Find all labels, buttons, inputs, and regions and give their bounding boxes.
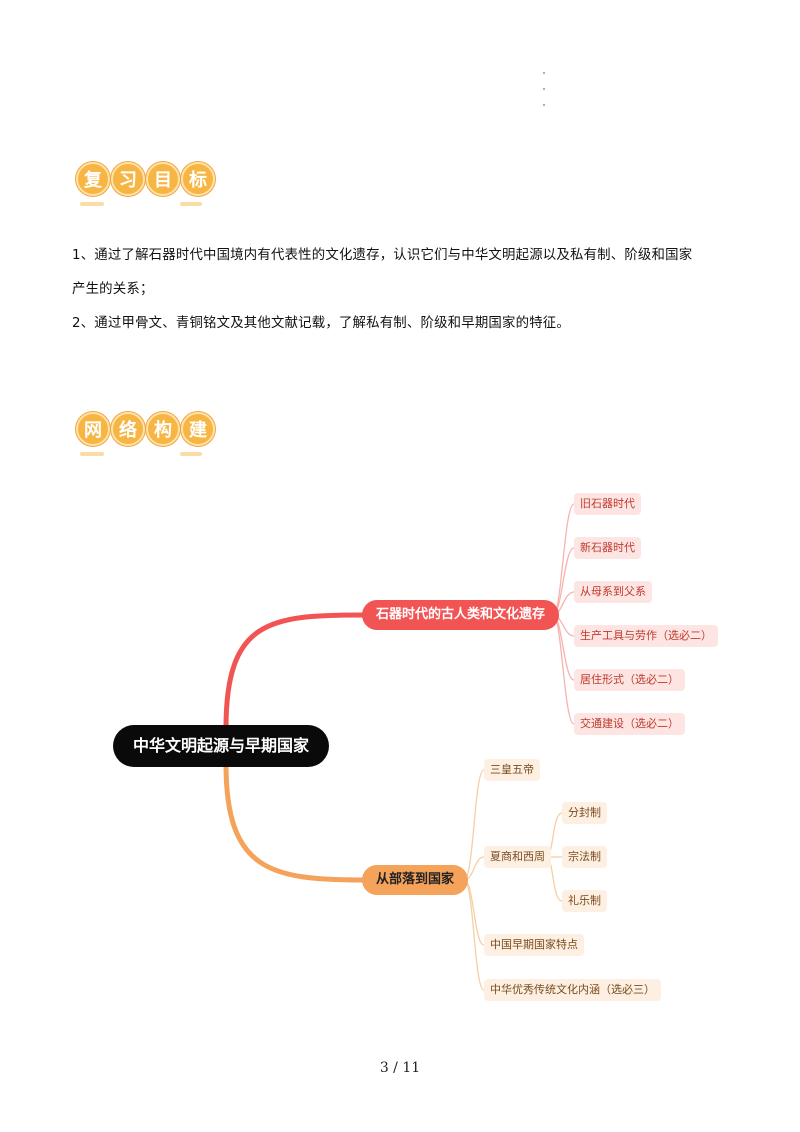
leaf-transportation: 交通建设（选必二）	[574, 713, 685, 735]
leaf-fengjian-system: 分封制	[562, 802, 607, 824]
branch-tribe-to-state: 从部落到国家	[362, 865, 469, 895]
badge-underline	[80, 202, 104, 206]
badge-char: 目	[146, 162, 180, 196]
leaf-dwelling-forms: 居住形式（选必二）	[574, 669, 685, 691]
goal-paragraph-1-line-1: 1、通过了解石器时代中国境内有代表性的文化遗存，认识它们与中华文明起源以及私有制…	[72, 248, 693, 263]
badge-char: 网	[76, 412, 110, 446]
leaf-liyue-system: 礼乐制	[562, 890, 607, 912]
goal-paragraph-2: 2、通过甲骨文、青铜铭文及其他文献记载，了解私有制、阶级和早期国家的特征。	[72, 316, 570, 331]
badge-char: 构	[146, 412, 180, 446]
mind-map-root: 中华文明起源与早期国家	[113, 725, 330, 767]
branch-stone-age: 石器时代的古人类和文化遗存	[362, 600, 560, 630]
goal-paragraph-1-line-2: 产生的关系；	[72, 282, 154, 297]
badge-underline	[180, 202, 202, 206]
page-number: 3 / 11	[379, 1060, 421, 1076]
leaf-early-state-features: 中国早期国家特点	[484, 934, 584, 956]
leaf-xia-shang-zhou: 夏商和西周	[484, 846, 551, 868]
badge-char: 建	[181, 412, 215, 446]
badge-char: 习	[111, 162, 145, 196]
leaf-matrilineal-to-patrilineal: 从母系到父系	[574, 581, 652, 603]
section-badge-network: 网 络 构 建	[76, 412, 216, 460]
mind-map: 中华文明起源与早期国家 石器时代的古人类和文化遗存 旧石器时代 新石器时代 从母…	[0, 470, 800, 1030]
leaf-paleolithic: 旧石器时代	[574, 493, 641, 515]
badge-underline	[180, 452, 202, 456]
badge-char: 络	[111, 412, 145, 446]
leaf-traditional-culture: 中华优秀传统文化内涵（选必三）	[484, 979, 661, 1001]
leaf-zongfa-system: 宗法制	[562, 846, 607, 868]
leaf-three-sovereigns: 三皇五帝	[484, 759, 540, 781]
badge-underline	[80, 452, 104, 456]
section-badge-review-goals: 复 习 目 标	[76, 162, 216, 210]
decorative-dots	[543, 72, 547, 120]
leaf-neolithic: 新石器时代	[574, 537, 641, 559]
badge-char: 复	[76, 162, 110, 196]
badge-char: 标	[181, 162, 215, 196]
leaf-tools-and-labor: 生产工具与劳作（选必二）	[574, 625, 718, 647]
